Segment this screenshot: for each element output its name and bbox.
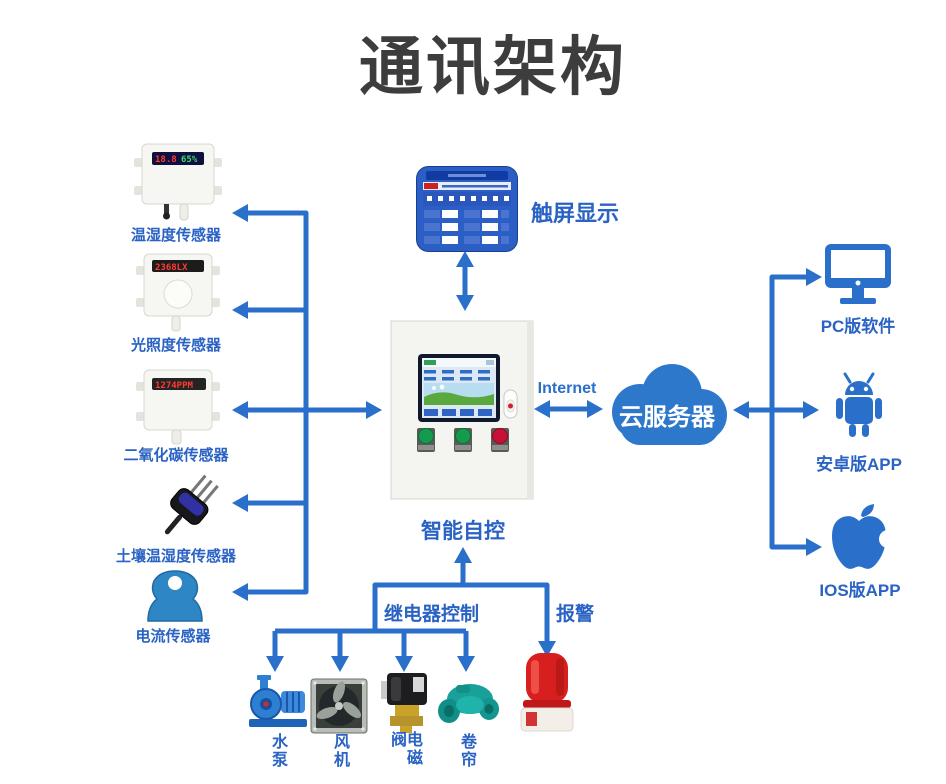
label-alarm: 报警 (556, 604, 595, 625)
label-soil-sensor: 土壤温湿度传感器 (115, 548, 237, 565)
label-touchscreen: 触屏显示 (531, 201, 620, 226)
label-water-pump: 水泵 (269, 733, 286, 769)
solenoid-valve-icon (377, 671, 433, 735)
touchscreen-panel-icon (416, 166, 518, 252)
label-pc-software: PC版软件 (820, 317, 896, 336)
soil-sensor-icon (138, 466, 238, 548)
label-solenoid-valve: 电磁阀 (388, 731, 421, 767)
pc-monitor-icon (823, 242, 893, 308)
svg-text:1274PPM: 1274PPM (155, 381, 194, 391)
label-ios-app: IOS版APP (819, 581, 901, 600)
fan-icon (309, 677, 369, 735)
light-sensor-icon: 2368LX (130, 250, 226, 338)
android-icon (821, 370, 897, 448)
co2-sensor-icon: 1274PPM (130, 366, 226, 448)
page-title: 通讯架构 (359, 31, 627, 103)
label-temp-humidity-sensor: 温湿度传感器 (130, 227, 222, 244)
temp-humidity-sensor-icon: 18.8 65% (128, 140, 228, 226)
alarm-light-icon (518, 650, 576, 734)
label-internet: Internet (537, 380, 597, 397)
cloud-icon (598, 360, 734, 450)
label-roller-shutter: 卷帘 (458, 733, 475, 769)
label-co2-sensor: 二氧化碳传感器 (123, 447, 229, 464)
water-pump-icon (247, 675, 309, 729)
svg-text:2368LX: 2368LX (155, 263, 188, 273)
svg-text:18.8: 18.8 (155, 155, 177, 165)
label-relay-control: 继电器控制 (384, 604, 480, 625)
control-cabinet-icon (390, 320, 534, 500)
current-sensor-icon (142, 568, 208, 624)
roller-shutter-icon (436, 679, 500, 731)
label-light-sensor: 光照度传感器 (130, 337, 222, 354)
svg-text:65%: 65% (181, 155, 198, 165)
label-smart-controller: 智能自控 (421, 520, 505, 543)
label-android-app: 安卓版APP (816, 455, 902, 474)
apple-icon (828, 503, 890, 573)
label-cloud-server: 云服务器 (619, 404, 715, 431)
label-current-sensor: 电流传感器 (135, 628, 211, 645)
label-fan: 风机 (331, 733, 348, 769)
